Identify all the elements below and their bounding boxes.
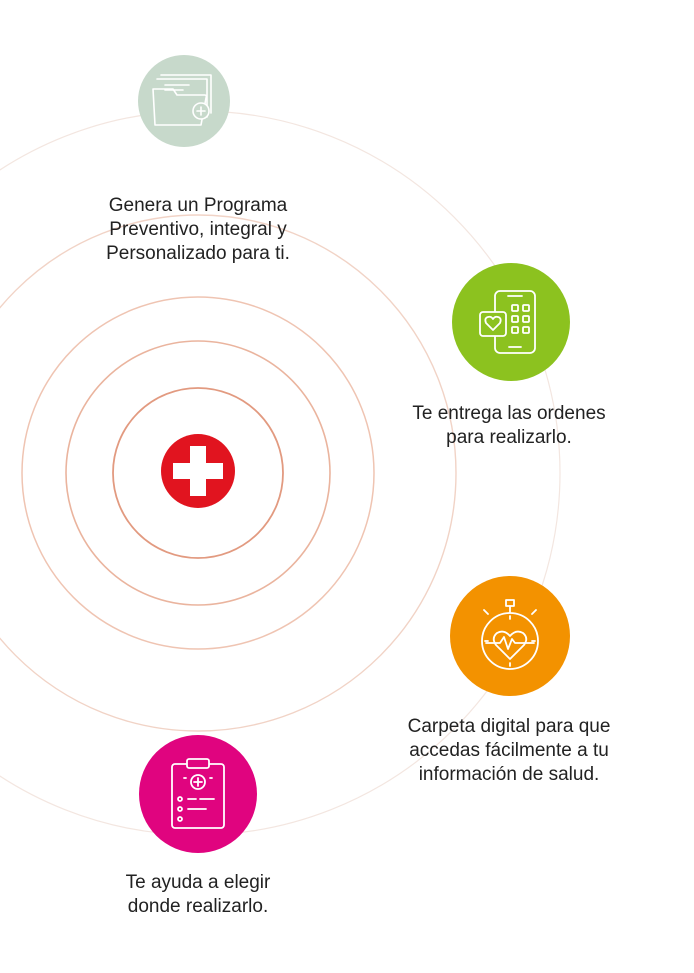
medical-cross-icon: [161, 434, 235, 508]
clipboard-medical-icon: [139, 735, 257, 853]
phone-heart-icon: [452, 263, 570, 381]
feature-2-label: Te entrega las ordenes para realizarlo.: [412, 403, 606, 448]
folder-plus-icon: [138, 55, 230, 147]
ring-1: [112, 387, 284, 559]
feature-1-label: Genera un Programa Preventivo, integral …: [106, 195, 290, 264]
stopwatch-heartbeat-icon: [450, 576, 570, 696]
ring-4: [0, 214, 457, 732]
ring-3: [21, 296, 375, 650]
feature-3-label: Carpeta digital para que accedas fácilme…: [407, 716, 611, 785]
ring-2: [65, 340, 331, 606]
feature-4-label: Te ayuda a elegir donde realizarlo.: [125, 872, 271, 917]
